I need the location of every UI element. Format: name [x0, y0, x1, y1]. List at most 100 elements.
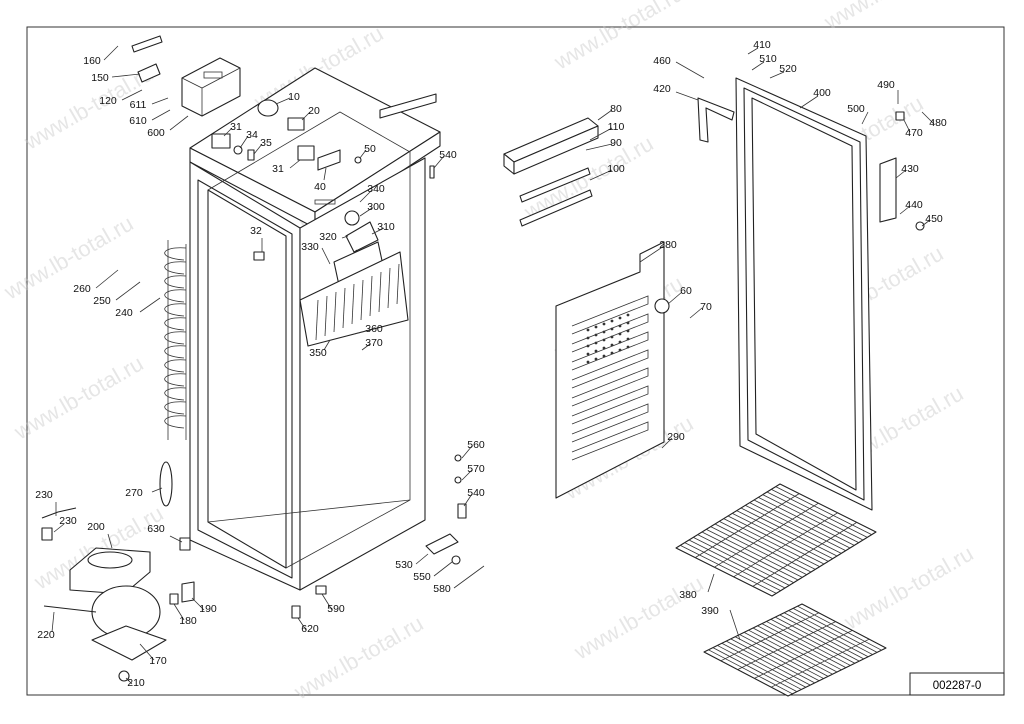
shelf-wire	[739, 634, 824, 679]
evaporator-dot	[618, 316, 622, 320]
evaporator-fin	[324, 295, 328, 337]
evaporator-dot	[610, 327, 614, 331]
leader-line	[169, 535, 183, 543]
part-callout-p460: 460	[653, 55, 671, 67]
shelf-wire	[712, 647, 798, 692]
shelf-wire	[710, 526, 807, 576]
leader-line	[751, 61, 765, 71]
shelf-wire	[797, 605, 882, 651]
shelf-wire	[792, 608, 878, 653]
leader-line	[321, 593, 333, 611]
part-callout-p270: 270	[125, 487, 143, 499]
shelf-wire	[701, 531, 799, 581]
leader-line	[639, 245, 665, 263]
shelf-wire	[723, 518, 820, 568]
leader-line	[121, 89, 143, 101]
evaporator-channel	[571, 421, 649, 461]
leader-line	[115, 281, 141, 301]
evaporator-dot	[602, 338, 606, 342]
leader-line	[895, 169, 907, 179]
part-callout-p560: 560	[467, 439, 485, 451]
evaporator-dot	[602, 354, 606, 358]
part-callout-p290: 290	[667, 431, 685, 443]
leader-line	[173, 603, 185, 621]
evaporator-channel	[571, 403, 649, 443]
evaporator-dot	[594, 349, 598, 353]
evaporator-fin	[315, 299, 319, 341]
evaporator-channel	[571, 349, 649, 389]
part-callout-p250: 250	[93, 295, 111, 307]
evaporator-dot	[602, 330, 606, 334]
leader-line	[223, 127, 233, 137]
part-callout-p530: 530	[395, 559, 413, 571]
leader-line	[675, 61, 705, 79]
shelf-crossbar	[754, 630, 853, 679]
leader-line	[799, 95, 819, 109]
part-callout-p540a: 540	[439, 149, 457, 161]
shelf-crossbar	[737, 621, 836, 670]
leader-line	[361, 343, 371, 351]
part-callout-p350: 350	[309, 347, 327, 359]
coil-loop	[164, 303, 187, 317]
part-callout-p420: 420	[653, 83, 671, 95]
evaporator-fin	[387, 267, 391, 309]
coil-loop	[164, 331, 187, 345]
evaporator-dot	[610, 351, 614, 355]
leader-line	[707, 573, 715, 593]
part-callout-p600: 600	[147, 127, 165, 139]
part-callout-p570: 570	[467, 463, 485, 475]
leader-line	[301, 111, 311, 121]
shelf-wire	[757, 625, 842, 671]
evaporator-dot	[618, 348, 622, 352]
shelf-wire	[771, 488, 868, 538]
evaporator-dot	[610, 343, 614, 347]
evaporator-dot	[626, 329, 630, 333]
part-callout-p50: 50	[364, 143, 376, 155]
shelf-wire	[726, 640, 811, 686]
part-callout-p120: 120	[99, 95, 117, 107]
shelf-wire	[761, 623, 847, 668]
shelf-crossbar	[694, 493, 800, 558]
leader-line	[729, 609, 741, 641]
leader-line	[275, 97, 291, 105]
door	[697, 77, 925, 511]
part-callout-p31b: 31	[272, 163, 284, 175]
part-callout-p40: 40	[314, 181, 326, 193]
part-callout-p100: 100	[607, 163, 625, 175]
part-callout-p210: 210	[127, 677, 145, 689]
evaporator-dot	[586, 336, 590, 340]
part-callout-p220: 220	[37, 629, 55, 641]
leader-line	[359, 189, 373, 203]
part-callout-p230b: 230	[59, 515, 77, 527]
misc-hardware	[291, 165, 467, 619]
leader-line	[103, 45, 119, 61]
leader-line	[433, 155, 445, 169]
part-callout-p380: 380	[679, 589, 697, 601]
coil-loop	[164, 317, 187, 331]
part-callout-p390: 390	[701, 605, 719, 617]
shelf-crossbar	[752, 522, 858, 587]
shelf-wire	[684, 542, 781, 592]
shelf-wire	[719, 520, 816, 570]
shelf-wire	[775, 486, 872, 536]
evaporator-dot	[602, 322, 606, 326]
shelf-wire	[783, 612, 869, 658]
shelf-wire	[770, 618, 856, 664]
part-callout-p180: 180	[179, 615, 197, 627]
shelf-crossbar	[771, 638, 870, 688]
part-callout-p35: 35	[260, 137, 272, 149]
leader-line	[899, 205, 911, 215]
leader-line	[461, 445, 473, 459]
part-callout-p610: 610	[129, 115, 147, 127]
shelf-wire	[740, 507, 838, 557]
shelf-wire	[697, 534, 794, 584]
shelf-wire	[766, 621, 851, 666]
part-callout-p230a: 230	[35, 489, 53, 501]
leader-line	[371, 227, 385, 235]
part-callout-p280: 280	[659, 239, 677, 251]
leader-line	[903, 119, 911, 133]
shelf-wire	[745, 504, 842, 554]
evaporator-dot	[594, 341, 598, 345]
coil-loop	[164, 373, 187, 387]
leader-line	[289, 159, 301, 169]
